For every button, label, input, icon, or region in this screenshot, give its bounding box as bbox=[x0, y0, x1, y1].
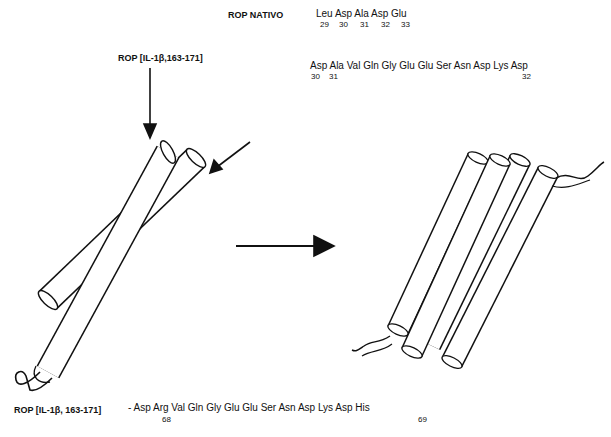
helix-cylinder bbox=[34, 139, 178, 383]
residue-number: 31 bbox=[329, 72, 338, 81]
residue-number: 68 bbox=[162, 415, 171, 424]
residue-number: 32 bbox=[522, 72, 531, 81]
arrow-head bbox=[144, 124, 156, 138]
residue-number: 32 bbox=[381, 20, 390, 29]
sequence-label: Leu Asp Ala Asp Glu bbox=[316, 8, 407, 20]
residue-number: 30 bbox=[311, 72, 320, 81]
sequence-label: - Asp Arg Val Gln Gly Glu Glu Ser Asn As… bbox=[128, 402, 370, 414]
residue-number: 30 bbox=[339, 20, 348, 29]
transition-arrow bbox=[236, 245, 318, 247]
arrow-head bbox=[314, 236, 334, 256]
pointer-arrow bbox=[149, 68, 151, 128]
residue-number: 31 bbox=[360, 20, 369, 29]
pointer-arrow bbox=[217, 142, 250, 167]
loop-segment bbox=[16, 372, 52, 391]
residue-number: 69 bbox=[418, 415, 427, 424]
helix-bundle bbox=[352, 149, 604, 371]
construct-label: ROP [IL-1β,163-171] bbox=[118, 52, 203, 64]
residue-number: 29 bbox=[320, 20, 329, 29]
arrow-head bbox=[210, 160, 222, 173]
construct-label: ROP [IL-1β, 163-171] bbox=[14, 404, 101, 416]
sequence-label: Asp Ala Val Gln Gly Glu Glu Ser Asn Asp … bbox=[310, 60, 528, 72]
heading-label: ROP NATIVO bbox=[228, 9, 283, 21]
residue-number: 33 bbox=[401, 20, 410, 29]
